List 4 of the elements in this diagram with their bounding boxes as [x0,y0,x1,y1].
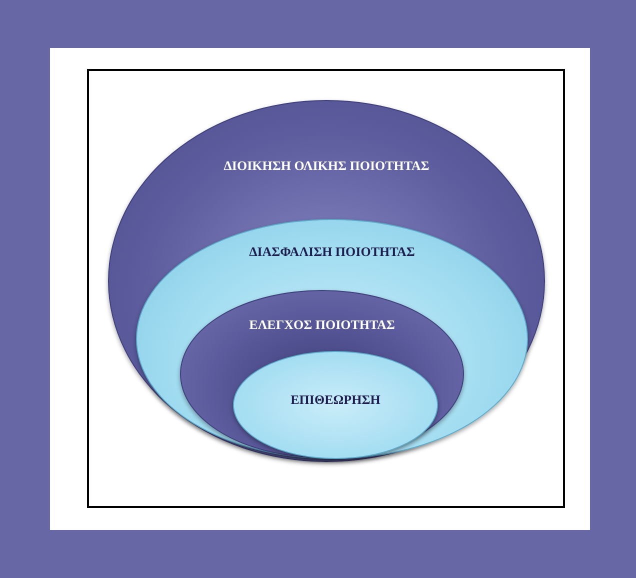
ellipse-label: ΔΙΑΣΦΑΛΙΣΗ ΠΟΙΟΤΗΤΑΣ [248,244,416,260]
ellipse-label: ΔΙΟΙΚΗΣΗ ΟΛΙΚΗΣ ΠΟΙΟΤΗΤΑΣ [222,158,430,174]
ellipse-label: ΕΠΙΘΕΩΡΗΣΗ [290,392,382,408]
ellipse-label: ΕΛΕΓΧΟΣ ΠΟΙΟΤΗΤΑΣ [248,317,396,333]
